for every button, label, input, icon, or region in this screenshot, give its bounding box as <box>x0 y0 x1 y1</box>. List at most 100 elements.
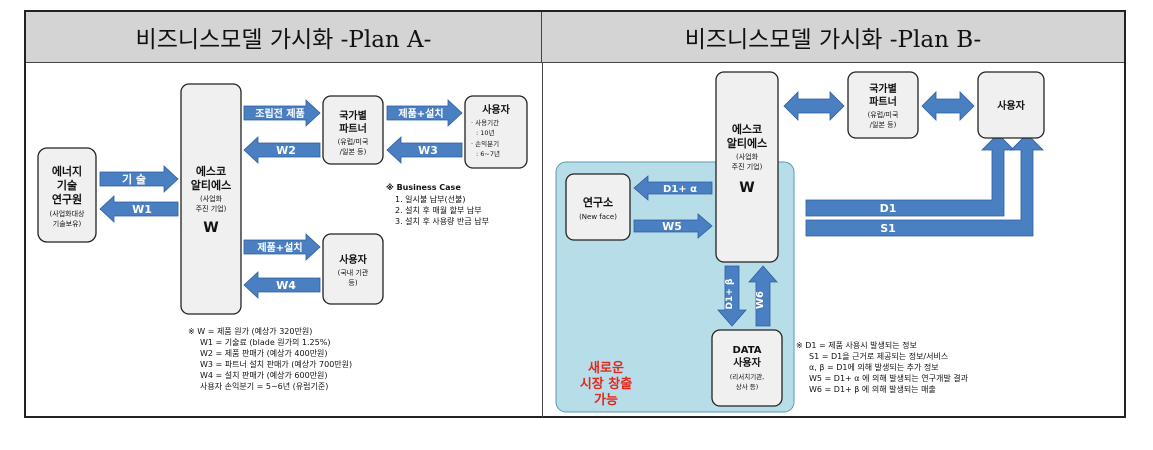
user1-title: 사용자 <box>482 103 510 116</box>
user1-detail: : 10년 <box>476 128 495 137</box>
business-case-item: 1. 일시불 납부(선불) <box>395 194 465 204</box>
user2-sublabel: 등) <box>348 279 357 287</box>
partner-box <box>322 95 384 165</box>
esco-sublabel: (사업화 <box>200 194 223 203</box>
esco-label: 에스코 <box>196 164 226 178</box>
product-install-arrow-2 <box>243 233 321 261</box>
esco-b-w-label: W <box>739 180 754 196</box>
d1-alpha-label: D1+ α <box>663 184 697 195</box>
prebuilt-product-label: 조립전 제품 <box>255 107 304 120</box>
tech-arrow <box>99 165 179 193</box>
esco-box-b <box>715 71 779 263</box>
w6-arrow-label: W6 <box>755 291 766 309</box>
prebuilt-product-arrow <box>243 99 321 127</box>
tech-arrow-label: 기 술 <box>122 172 146 186</box>
plan-a-note: W1 = 기술료 (blade 원가의 1.25%) <box>200 337 330 347</box>
s1-arrow <box>805 133 1044 237</box>
business-case-item: 3. 설치 후 사용량 반금 납부 <box>395 216 489 226</box>
plan-a-note: W4 = 설치 판매가 (예상가 600만원) <box>200 370 328 380</box>
plan-b-note: ※ D1 = 제품 사용시 발생되는 정보 <box>796 340 917 350</box>
plan-a-note: ※ W = 제품 원가 (예상가 320만원) <box>188 326 312 336</box>
partner-label: 국가별 <box>339 109 367 122</box>
esco-b-label: 에스코 <box>732 122 762 136</box>
esco-b-label: 알티에스 <box>727 136 767 150</box>
user2-sublabel: (국내 기관 <box>338 268 369 277</box>
plan-b-note: α, β = D1에 의해 발생되는 추가 정보 <box>809 362 939 372</box>
new-market-label: 가능 <box>594 393 618 408</box>
energy-sublabel: (사업화대상 <box>50 209 85 218</box>
lab-title: 연구소 <box>583 195 613 209</box>
w2-arrow <box>243 136 321 164</box>
esco-b-sublabel: 주진 기업) <box>732 162 763 171</box>
energy-label: 에너지 <box>52 164 82 178</box>
esco-w-label: W <box>203 220 218 236</box>
user1-box <box>464 95 528 169</box>
plan-b-diagram: 새로운 시장 창출 가능 D1 S1 에스코 알티에스 (사업화 주진 기업) … <box>555 71 1045 413</box>
plan-b-note: W6 = D1+ β 에 의해 발생되는 매출 <box>809 384 936 394</box>
user1-detail: · 사용기간 <box>471 118 499 127</box>
data-user-box <box>711 329 783 407</box>
w6-arrow <box>748 265 778 327</box>
w1-arrow <box>99 195 179 223</box>
plan-a-note: 사용자 손익분기 = 5~6년 (유럽기준) <box>200 381 328 391</box>
esco-b-sublabel: (사업화 <box>736 152 759 161</box>
w5-arrow <box>633 213 713 239</box>
w4-arrow <box>243 271 321 299</box>
data-user-label: DATA <box>732 345 761 356</box>
user2-title: 사용자 <box>339 253 367 266</box>
esco-partner-arrow <box>783 91 845 121</box>
plan-b-note: W5 = D1+ α 에 의해 발생되는 연구개발 결과 <box>809 373 969 383</box>
partner-label: 파트너 <box>339 122 367 135</box>
partner-user-arrow <box>921 91 975 121</box>
user1-detail: · 손익분기 <box>471 139 499 148</box>
d1-arrow <box>805 133 1015 217</box>
w1-arrow-label: W1 <box>132 203 152 216</box>
partner-b-label: 국가별 <box>869 82 897 95</box>
lab-sublabel: (New face) <box>579 213 617 221</box>
energy-label: 기술 <box>57 178 77 192</box>
user1-detail: : 6~7년 <box>476 149 500 158</box>
energy-sublabel: 기술보유) <box>53 219 82 228</box>
diagram-frame: 비즈니스모델 가시화 -Plan A- 비즈니스모델 가시화 -Plan B- … <box>24 10 1126 418</box>
user-b-title: 사용자 <box>997 99 1025 112</box>
product-install-label-2: 제품+설치 <box>257 241 302 254</box>
partner-sublabel: /일본 등) <box>340 147 367 156</box>
partner-box-b <box>847 71 919 139</box>
w5-arrow-label: W5 <box>662 220 682 233</box>
diagram-canvas: 에너지 기술 연구원 (사업화대상 기술보유) 기 술 W1 에스코 알티에스 … <box>37 71 1045 413</box>
partner-b-sublabel: (유럽/미국 <box>868 110 899 119</box>
d1-beta-label: D1+ β <box>725 278 735 309</box>
partner-b-label: 파트너 <box>869 95 897 108</box>
plan-b-header: 비즈니스모델 가시화 -Plan B- <box>542 12 1124 63</box>
esco-box <box>180 83 242 315</box>
lab-box <box>565 173 631 241</box>
product-install-label: 제품+설치 <box>398 107 443 120</box>
user-box-b <box>977 71 1045 139</box>
plan-a-note: W2 = 제품 판매가 (예상가 400만원) <box>200 348 328 358</box>
esco-sublabel: 주진 기업) <box>196 204 227 213</box>
d1-beta-arrow <box>717 265 747 327</box>
w3-arrow-label: W3 <box>418 144 438 157</box>
d1-arrow-label: D1 <box>880 202 897 215</box>
business-case-title: ※ Business Case <box>386 182 461 192</box>
data-user-sublabel: (리서치기관, <box>730 372 765 381</box>
panel-divider <box>542 63 543 418</box>
new-market-label: 시장 창출 <box>580 376 632 392</box>
plan-a-note: W3 = 파트너 설치 판매가 (예상가 700만원) <box>200 359 352 369</box>
plan-a-diagram: 에너지 기술 연구원 (사업화대상 기술보유) 기 술 W1 에스코 알티에스 … <box>37 83 528 391</box>
business-case-item: 2. 설치 후 매월 할부 납부 <box>395 205 482 215</box>
w3-arrow <box>386 136 463 164</box>
plan-a-header: 비즈니스모델 가시화 -Plan A- <box>26 12 542 63</box>
partner-sublabel: (유럽/미국 <box>338 137 369 146</box>
w2-arrow-label: W2 <box>276 144 296 157</box>
partner-b-sublabel: /일본 등) <box>870 120 897 129</box>
plan-b-note: S1 = D1을 근거로 제공되는 정보/서비스 <box>809 351 948 361</box>
d1-alpha-arrow <box>633 175 713 201</box>
s1-arrow-label: S1 <box>880 222 896 235</box>
esco-label: 알티에스 <box>191 178 231 192</box>
user2-box <box>322 233 384 305</box>
data-user-label: 사용자 <box>733 356 761 369</box>
product-install-arrow <box>386 99 463 127</box>
energy-research-box <box>37 147 97 243</box>
new-market-label: 새로운 <box>588 360 624 376</box>
